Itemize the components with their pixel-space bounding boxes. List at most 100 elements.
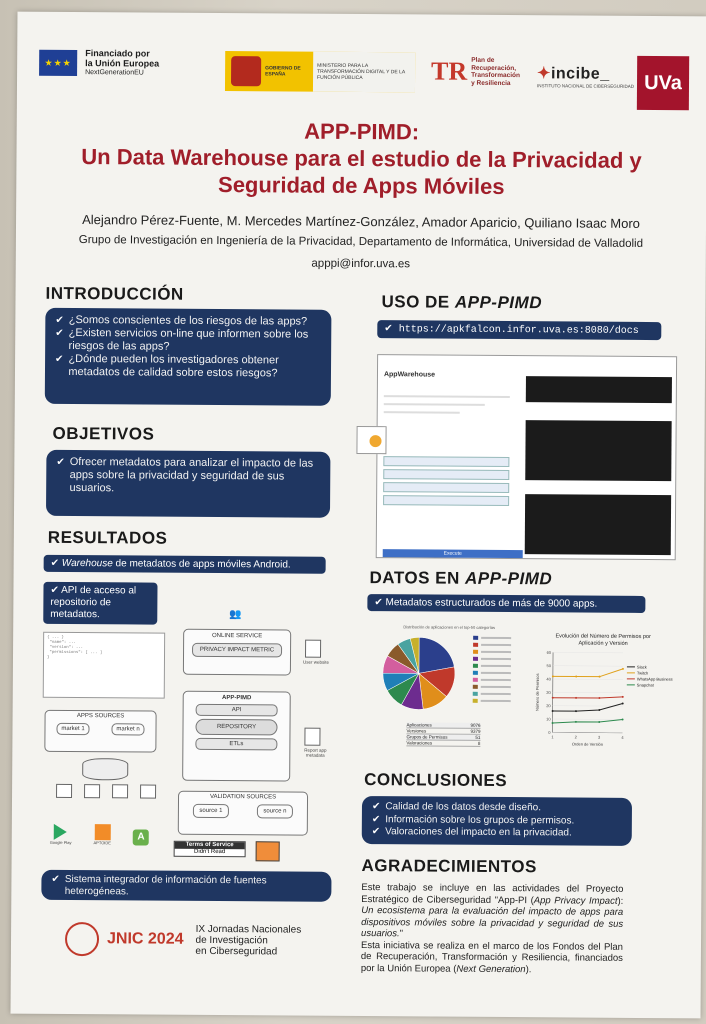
incibe-logo: ✦incibe_ INSTITUTO NACIONAL DE CIBERSEGU… [536,65,635,89]
docs-url[interactable]: https://apkfalcon.infor.uva.es:8080/docs [398,324,639,337]
jnic-wordmark: JNIC 2024 [106,930,184,948]
series-point [551,696,554,699]
execute-button[interactable]: Execute [382,549,523,559]
series-point [598,697,601,700]
eu-line3: NextGenerationEU [85,69,144,77]
pie-legend-swatch [472,698,478,703]
contact-email[interactable]: apppi@infor.uva.es [311,257,411,271]
jnic-virus-icon [64,921,100,957]
source-1-box: source 1 [193,803,229,819]
jnic-line3: en Ciberseguridad [195,945,278,957]
pie-legend-text-placeholder [480,671,511,675]
objetivos-box: ✔Ofrecer metadatos para analizar el impa… [45,449,331,518]
incibe-subtitle: INSTITUTO NACIONAL DE CIBERSEGURIDAD [536,83,635,89]
pie-legend-text-placeholder [480,699,511,703]
series-line [552,703,623,712]
repository-box: REPOSITORY [195,718,278,736]
datos-heading-plain: DATOS EN [369,568,466,588]
x-tick-label: 2 [575,735,578,740]
check-icon: ✔ [384,324,393,336]
resultados-item3: Sistema integrador de información de fue… [64,873,267,898]
check-icon: ✔ [51,873,60,885]
gov-name: GOBIERNO DE ESPAÑA [265,65,301,78]
series-point [551,722,554,725]
series-point [551,675,554,678]
datos-heading: DATOS EN APP-PIMD [369,568,552,589]
agr-p1b: ): [617,895,624,907]
terminal-panel [524,494,672,556]
tosdr-logo: Terms of Service Didn't Read [173,840,246,858]
series-point [621,695,624,698]
node-icon [84,784,101,799]
pie-legend-swatch [473,649,479,654]
legend-label: Slack [637,664,647,669]
document-icon [304,727,321,746]
prtr-line3: Transformación [471,71,520,80]
poster-title: APP-PIMD: Un Data Warehouse para el estu… [36,116,687,202]
resultados-item1-rest: de metadatos de apps móviles Android. [112,558,291,571]
pie-legend-text-placeholder [480,685,511,689]
pie-legend-text-placeholder [480,692,511,696]
spain-shield-icon [230,56,262,87]
aptoide-icon [94,824,111,841]
uso-heading-plain: USO DE [381,292,455,312]
check-icon: ✔ [371,801,381,813]
eu-funding-logo: ★★★ Financiado por la Unión Europea Next… [39,48,159,79]
aptoide-label: APTOIDE [93,840,112,846]
legend-label: Twitch [637,670,648,675]
datos-item-box: ✔ Metadatos estructurados de más de 9000… [367,594,646,614]
intro-heading: INTRODUCCIÓN [45,283,184,304]
conclusiones-heading: CONCLUSIONES [364,770,508,791]
stats-value: 8 [477,740,481,746]
affiliation: Grupo de Investigación en Ingeniería de … [78,234,644,250]
document-icon [305,639,322,658]
prtr-logo: TR Plan de Recuperación, Transformación … [431,56,520,87]
agradecimientos-heading: AGRADECIMIENTOS [361,856,537,877]
app-warehouse-title: AppWarehouse [383,371,436,379]
objetivos-heading: OBJETIVOS [52,423,155,444]
series-line [552,696,623,699]
uso-heading: USO DE APP-PIMD [381,292,542,313]
apps-sources-label: APPS SOURCES [76,713,125,720]
stats-value: 51 [475,734,481,740]
pie-slice [409,637,420,674]
check-icon: ✔ [55,327,64,339]
line-chart-area: Evolución del Número de Permisos por Apl… [532,633,673,764]
market-n-box: market n [111,723,145,736]
stats-label: Versiones [406,728,427,734]
series-point [574,710,577,713]
legend-label: Snapchat [637,682,655,687]
stats-label: Aplicaciones [406,722,432,728]
pie-legend-swatch [473,642,479,647]
node-icon [56,783,73,799]
check-icon: ✔ [50,557,60,569]
conclusiones-box: ✔Calidad de los datos desde diseño. ✔Inf… [361,796,633,846]
online-service-box: ONLINE SERVICE PRIVACY IMPACT METRIC [182,628,292,676]
series-point [575,696,578,699]
agr-p2b: ). [525,963,532,975]
datos-item: Metadatos estructurados de más de 9000 a… [385,597,598,610]
check-icon: ✔ [371,826,381,838]
y-tick-label: 50 [546,663,551,668]
check-icon: ✔ [55,353,64,365]
validation-sources-box: VALIDATION SOURCES source 1 source n [177,790,309,836]
scraper-tree [56,783,157,811]
pie-legend-text-placeholder [480,678,511,682]
y-tick-label: 30 [546,690,551,695]
google-play-label: Google Play [49,839,72,846]
stats-label: Grupos de Permisos [406,734,448,740]
check-icon: ✔ [56,456,65,468]
docs-url-bar[interactable]: ✔ https://apkfalcon.infor.uva.es:8080/do… [377,320,662,341]
stats-value: 9076 [470,722,481,728]
pie-legend-swatch [472,677,478,682]
market-1-box: market 1 [56,722,90,736]
pie-legend-text-placeholder [481,643,512,647]
uva-logo: UVa [636,55,690,111]
jnic-line1: IX Jornadas Nacionales [195,923,302,936]
eu-line2: la Unión Europea [85,58,160,69]
node-icon [112,784,129,799]
check-icon: ✔ [50,584,59,596]
pie-slice [418,637,455,674]
